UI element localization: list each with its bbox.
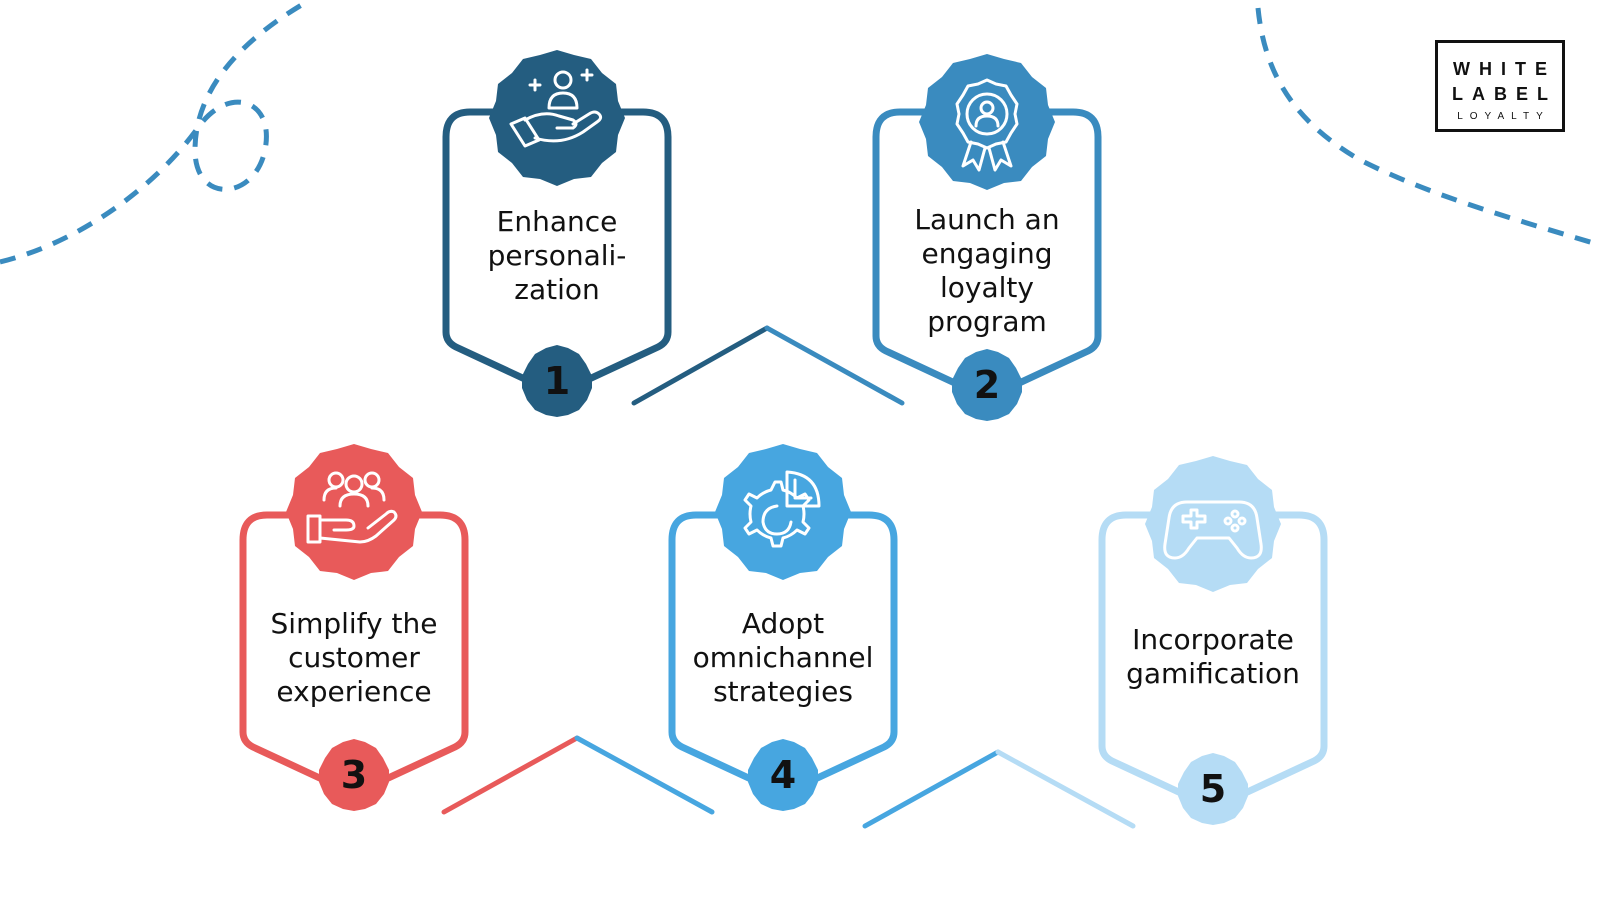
step-1-number: 1 — [543, 359, 571, 403]
step-3-card — [239, 444, 469, 811]
step-2-title-line: engaging — [921, 237, 1053, 270]
decorative-dashed-curve-right — [1255, 7, 1600, 248]
logo-line-2: LABEL — [1452, 84, 1557, 104]
step-4-title-line: Adopt — [741, 607, 825, 640]
number-badge — [522, 345, 592, 417]
step-3-title-line: Simplify the — [270, 607, 438, 640]
step-2-title-line: loyalty — [940, 271, 1034, 304]
step-2-title-line: program — [927, 305, 1047, 338]
step-4-title-line: strategies — [713, 675, 853, 708]
step-3-number: 3 — [340, 753, 368, 797]
logo-line-3: LOYALTY — [1457, 111, 1550, 122]
step-2-number: 2 — [973, 363, 1001, 407]
step-2-title: Launch an engaging loyalty program — [887, 203, 1087, 339]
step-5-card — [1098, 456, 1328, 825]
number-badge — [319, 739, 389, 811]
step-4-card — [668, 444, 898, 811]
step-3-title-line: experience — [276, 675, 432, 708]
step-5-title: Incorporate gamification — [1113, 623, 1313, 691]
step-2-title-line: Launch an — [914, 203, 1060, 236]
hand-person-icon — [509, 68, 603, 148]
gear-chart-icon — [743, 470, 821, 548]
icon-badge — [286, 444, 422, 580]
decorative-dashed-curve-left — [0, 0, 312, 265]
award-badge-icon — [955, 78, 1019, 172]
step-1-card — [442, 50, 672, 417]
step-1-title-line: personali- — [487, 239, 627, 272]
step-3-title-line: customer — [288, 641, 420, 674]
icon-badge — [715, 444, 851, 580]
logo-line-1: WHITE — [1453, 59, 1556, 79]
hand-group-icon — [306, 471, 398, 544]
step-5-title-line: Incorporate — [1132, 623, 1294, 656]
step-4-number: 4 — [769, 753, 797, 797]
step-2-card — [872, 54, 1102, 421]
connector-3-4 — [441, 735, 715, 815]
step-5-title-line: gamification — [1126, 657, 1300, 690]
connector-1-2 — [631, 325, 905, 406]
step-1-title-line: Enhance — [496, 205, 618, 238]
number-badge — [1178, 753, 1248, 825]
step-4-title-line: omnichannel — [692, 641, 874, 674]
connector-4-5 — [862, 749, 1136, 829]
icon-badge — [919, 54, 1055, 190]
step-4-title: Adopt omnichannel strategies — [683, 607, 883, 709]
number-badge — [748, 739, 818, 811]
white-label-loyalty-logo: WHITE LABEL LOYALTY — [1435, 40, 1565, 132]
number-badge — [952, 349, 1022, 421]
step-1-title-line: zation — [514, 273, 600, 306]
icon-badge — [489, 50, 625, 186]
step-3-title: Simplify the customer experience — [254, 607, 454, 709]
step-5-number: 5 — [1199, 767, 1227, 811]
step-1-title: Enhance personali- zation — [457, 205, 657, 307]
gamepad-icon — [1163, 500, 1263, 560]
